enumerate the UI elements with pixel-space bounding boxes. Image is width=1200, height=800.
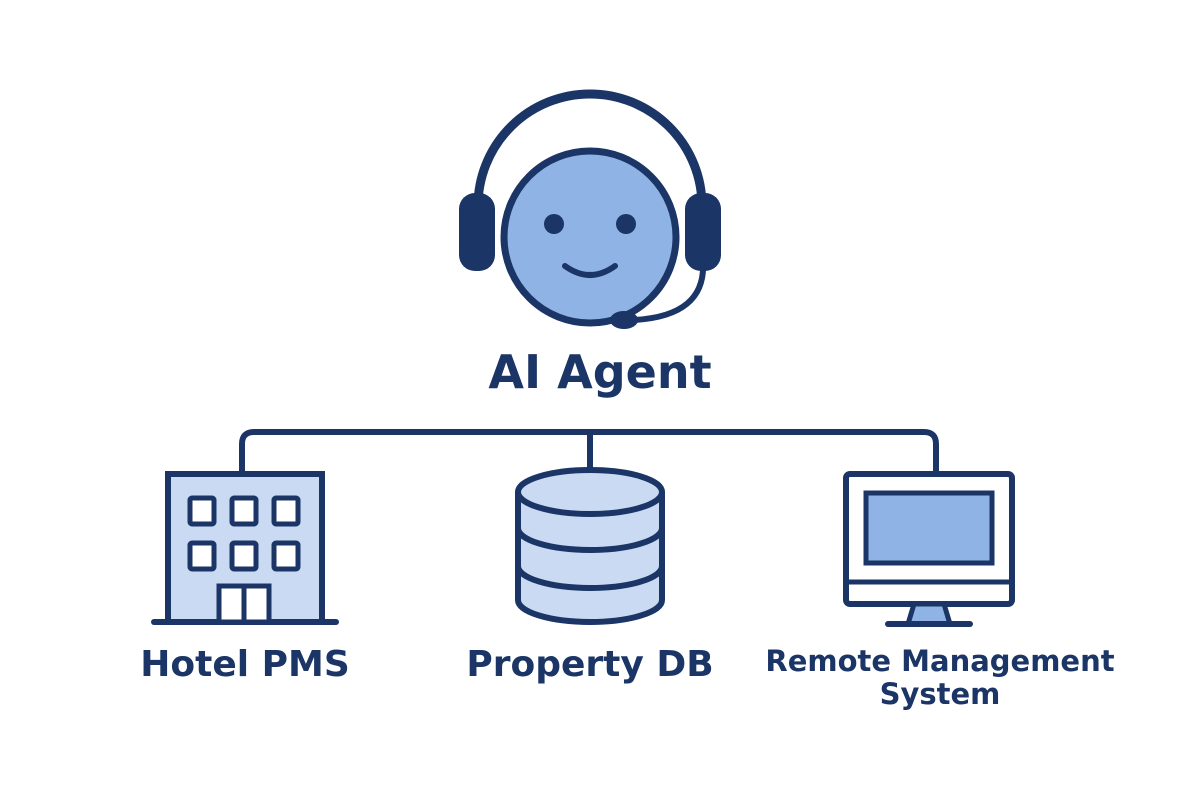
remote-management-label-line2: System: [879, 677, 1001, 712]
microphone-boom: [631, 259, 707, 323]
face: [500, 147, 680, 327]
property-db-label: Property DB: [466, 644, 714, 685]
database-ring-1: [515, 527, 665, 553]
database-top: [515, 467, 665, 517]
building-windows: [187, 495, 301, 572]
computer-monitor-icon: [843, 471, 1015, 627]
window: [187, 540, 217, 572]
agent-title: AI Agent: [488, 345, 712, 399]
headset-smiley-icon: [459, 89, 721, 329]
hotel-pms-label: Hotel PMS: [140, 644, 350, 685]
smile: [562, 263, 618, 278]
right-ear-cup: [685, 193, 721, 271]
database-icon: [515, 467, 665, 625]
monitor-screen: [863, 490, 995, 566]
window: [187, 495, 217, 527]
remote-management-label-line1: Remote Management: [765, 644, 1115, 678]
right-eye: [616, 214, 636, 234]
database-ring-2: [515, 565, 665, 591]
left-ear-cup: [459, 193, 495, 271]
window: [229, 540, 259, 572]
window: [271, 540, 301, 572]
database-cylinder-body: [515, 492, 665, 625]
remote-management-label: Remote Management System: [740, 644, 1140, 712]
microphone: [610, 311, 638, 329]
left-eye: [544, 214, 564, 234]
window: [229, 495, 259, 527]
window: [271, 495, 301, 527]
connector-lines: [239, 429, 939, 475]
hotel-building-icon: [151, 471, 339, 625]
headband: [473, 89, 707, 211]
